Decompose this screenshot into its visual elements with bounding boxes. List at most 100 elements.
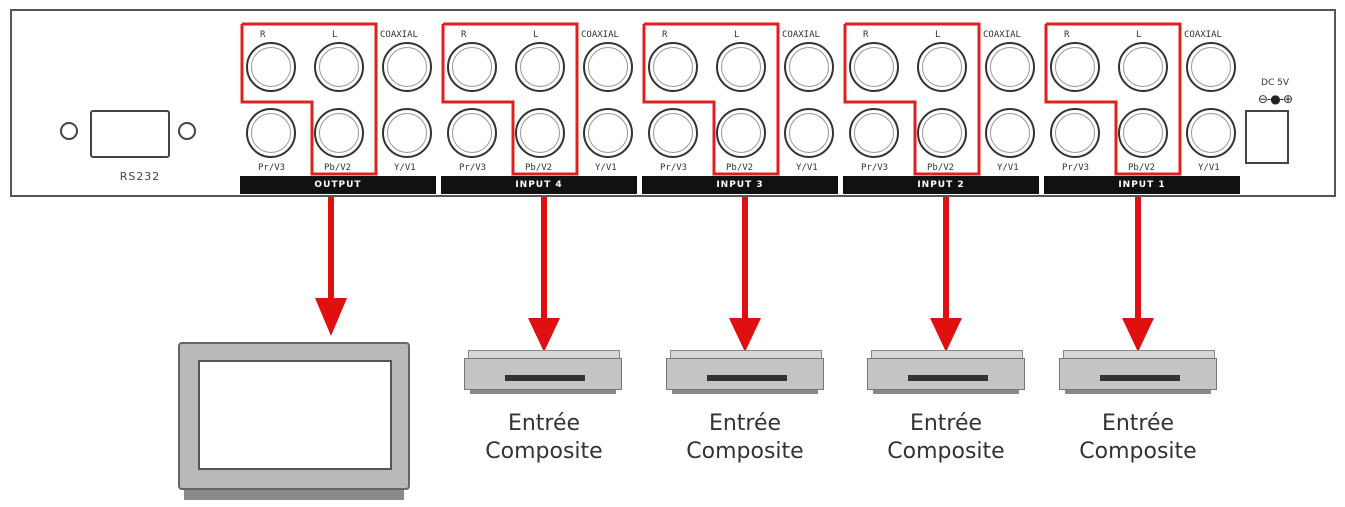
rs232-connector [90, 110, 170, 158]
pr-jack [648, 108, 698, 158]
group-name-bar: INPUT 2 [843, 176, 1039, 194]
group-name-bar: INPUT 4 [441, 176, 637, 194]
coaxial-jack [784, 42, 834, 92]
pb-jack [917, 108, 967, 158]
dvd-player-icon [666, 350, 824, 398]
y-label: Y/V1 [997, 163, 1019, 173]
y-jack [784, 108, 834, 158]
pb-jack [515, 108, 565, 158]
l-jack [716, 42, 766, 92]
input-caption: Entrée Composite [464, 410, 624, 466]
caption-line-1: Entrée [708, 411, 782, 436]
coaxial-label: COAXIAL [782, 30, 820, 40]
r-label: R [1064, 30, 1070, 40]
screw-icon [60, 122, 78, 140]
pb-label: Pb/V2 [726, 163, 754, 173]
tv-stand [184, 490, 404, 500]
r-jack [1050, 42, 1100, 92]
screw-icon [178, 122, 196, 140]
y-label: Y/V1 [595, 163, 617, 173]
tv-icon [178, 342, 410, 502]
caption-line-1: Entrée [1101, 411, 1175, 436]
input-3-group: R L COAXIAL Pr/V3 Pb/V2 Y/V1 INPUT 3 [642, 22, 838, 197]
coaxial-jack [382, 42, 432, 92]
l-label: L [1136, 30, 1142, 40]
coaxial-jack [583, 42, 633, 92]
y-jack [382, 108, 432, 158]
coaxial-jack [1186, 42, 1236, 92]
caption-line-2: Composite [887, 439, 1005, 464]
l-jack [314, 42, 364, 92]
group-name-bar: INPUT 1 [1044, 176, 1240, 194]
l-jack [1118, 42, 1168, 92]
dc-label: DC 5V [1261, 78, 1289, 88]
r-jack [447, 42, 497, 92]
l-label: L [332, 30, 338, 40]
coaxial-label: COAXIAL [380, 30, 418, 40]
l-jack [515, 42, 565, 92]
input-2-group: R L COAXIAL Pr/V3 Pb/V2 Y/V1 INPUT 2 [843, 22, 1039, 197]
coaxial-label: COAXIAL [1184, 30, 1222, 40]
input-1-group: R L COAXIAL Pr/V3 Pb/V2 Y/V1 INPUT 1 [1044, 22, 1240, 197]
y-jack [985, 108, 1035, 158]
input-caption: Entrée Composite [866, 410, 1026, 466]
pb-jack [716, 108, 766, 158]
input-caption: Entrée Composite [665, 410, 825, 466]
caption-line-1: Entrée [507, 411, 581, 436]
dvd-player-icon [464, 350, 622, 398]
highlight-outline [441, 22, 579, 176]
y-label: Y/V1 [394, 163, 416, 173]
pr-jack [849, 108, 899, 158]
pr-label: Pr/V3 [459, 163, 487, 173]
group-name-bar: INPUT 3 [642, 176, 838, 194]
y-jack [1186, 108, 1236, 158]
coaxial-label: COAXIAL [581, 30, 619, 40]
group-name-bar: OUTPUT [240, 176, 436, 194]
polarity-icon: ⊖-●-⊕ [1257, 92, 1293, 106]
y-label: Y/V1 [1198, 163, 1220, 173]
r-label: R [662, 30, 668, 40]
highlight-outline [843, 22, 981, 176]
rs232-port: RS232 [60, 110, 196, 183]
pb-label: Pb/V2 [1128, 163, 1156, 173]
pr-label: Pr/V3 [258, 163, 286, 173]
pr-jack [447, 108, 497, 158]
input-4-group: R L COAXIAL Pr/V3 Pb/V2 Y/V1 INPUT 4 [441, 22, 637, 197]
pb-label: Pb/V2 [324, 163, 352, 173]
y-jack [583, 108, 633, 158]
r-label: R [863, 30, 869, 40]
dvd-player-icon [867, 350, 1025, 398]
pr-jack [1050, 108, 1100, 158]
dvd-player-icon [1059, 350, 1217, 398]
arrow-input-2 [930, 197, 962, 352]
r-label: R [260, 30, 266, 40]
pr-jack [246, 108, 296, 158]
highlight-outline [1044, 22, 1182, 176]
pb-jack [1118, 108, 1168, 158]
coaxial-label: COAXIAL [983, 30, 1021, 40]
caption-line-2: Composite [686, 439, 804, 464]
pb-label: Pb/V2 [927, 163, 955, 173]
coaxial-jack [985, 42, 1035, 92]
pb-jack [314, 108, 364, 158]
l-label: L [734, 30, 740, 40]
pr-label: Pr/V3 [861, 163, 889, 173]
l-jack [917, 42, 967, 92]
tv-frame [178, 342, 410, 490]
tv-screen [198, 360, 392, 470]
arrow-input-1 [1122, 197, 1154, 352]
r-jack [246, 42, 296, 92]
caption-line-1: Entrée [909, 411, 983, 436]
highlight-outline [642, 22, 780, 176]
input-caption: Entrée Composite [1058, 410, 1218, 466]
r-jack [849, 42, 899, 92]
pr-label: Pr/V3 [1062, 163, 1090, 173]
caption-line-2: Composite [485, 439, 603, 464]
dc-power-port: DC 5V ⊖-●-⊕ [1245, 78, 1305, 198]
l-label: L [935, 30, 941, 40]
r-label: R [461, 30, 467, 40]
rs232-label: RS232 [119, 170, 161, 183]
arrow-input-4 [528, 197, 560, 352]
dc-jack [1245, 110, 1289, 164]
